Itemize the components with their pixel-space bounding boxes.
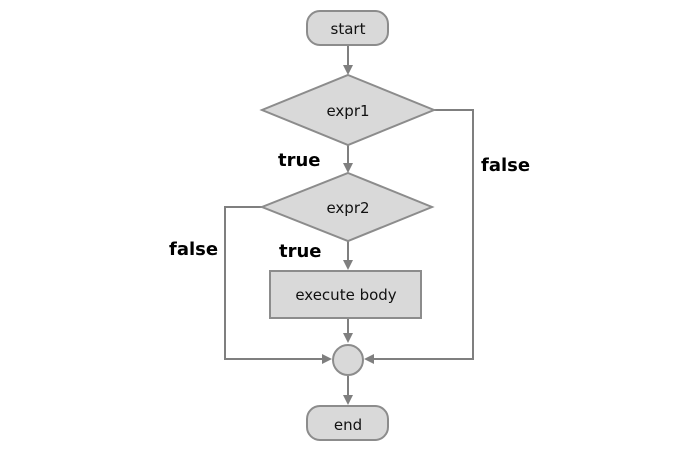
junction-node (332, 344, 364, 376)
expr1-true-label: true (278, 150, 321, 171)
expr1-decision: expr1 (259, 73, 437, 147)
execute-body-label: execute body (295, 286, 396, 304)
edges (224, 45, 474, 405)
expr1-label: expr1 (326, 102, 369, 120)
expr2-decision: expr2 (259, 171, 435, 243)
edge-expr2-false (224, 206, 332, 364)
expr2-false-label: false (169, 239, 218, 260)
end-node: end (306, 405, 389, 441)
edge-expr1-false (364, 109, 474, 364)
expr2-true-label: true (279, 241, 322, 262)
end-label: end (334, 416, 362, 434)
start-node: start (306, 10, 389, 46)
expr1-false-label: false (481, 155, 530, 176)
execute-body-process: execute body (269, 270, 422, 319)
expr2-label: expr2 (326, 199, 369, 217)
start-label: start (331, 20, 366, 38)
